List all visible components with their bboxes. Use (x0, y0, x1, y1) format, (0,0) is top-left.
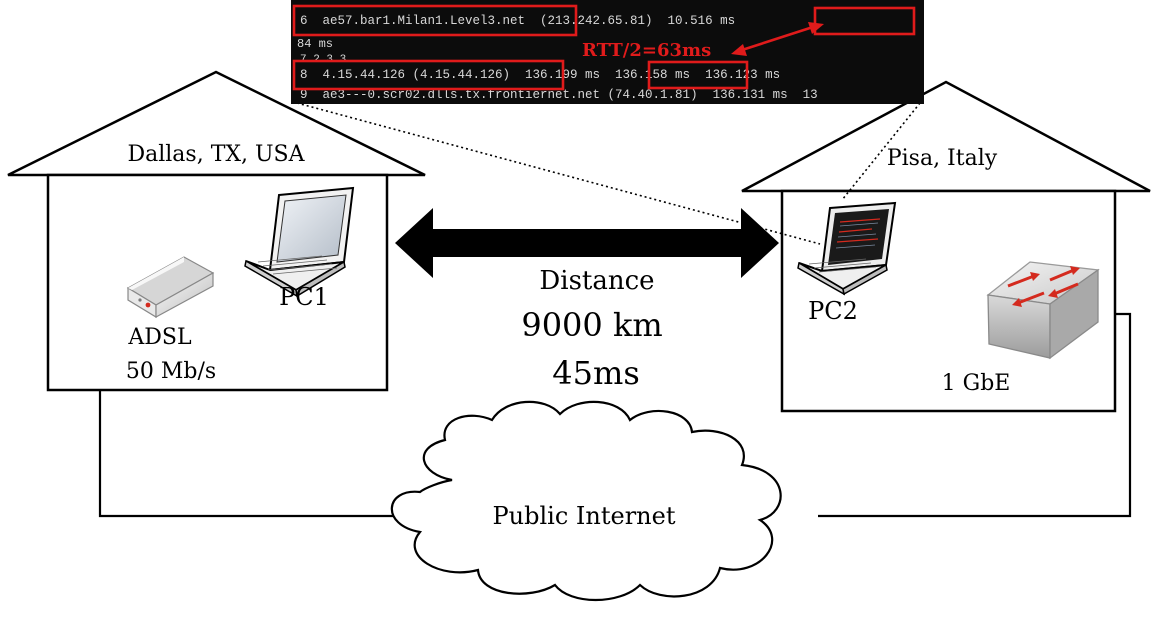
terminal-row-8: 8 4.15.44.126 (4.15.44.126) 136.199 ms 1… (300, 68, 780, 82)
location-pisa-label: Pisa, Italy (887, 146, 998, 171)
public-internet-label: Public Internet (493, 502, 676, 530)
house-pisa: Pisa, Italy (741, 80, 1151, 413)
adsl-name-label: ADSL (127, 325, 192, 350)
public-internet-cloud: Public Internet (390, 400, 782, 601)
traceroute-terminal: 6 ae57.bar1.Milan1.Level3.net (213.242.6… (291, 0, 924, 104)
distance-value: 9000 km (521, 306, 662, 344)
highlight-hop-8-host (292, 59, 565, 91)
highlight-hop-8-time (647, 60, 749, 90)
switch-speed-label: 1 GbE (942, 371, 1011, 396)
zoom-line-right (841, 102, 921, 201)
zoom-lines (296, 102, 921, 245)
double-arrow-icon (395, 208, 779, 278)
pc1-laptop: PC1 (244, 186, 355, 311)
terminal-highlights (292, 4, 916, 91)
terminal-row-6-cont: 84 ms (297, 37, 333, 51)
zoom-line-left (296, 102, 821, 245)
latency-value: 45ms (552, 354, 639, 392)
pc1-label: PC1 (279, 283, 329, 311)
rtt-arrow (731, 22, 824, 56)
switch-arrows-icon (1007, 266, 1080, 307)
distance-label: Distance (539, 266, 654, 296)
terminal-row-9: 9 ae3---0.scr02.dlls.tx.frontiernet.net … (300, 88, 818, 102)
modem-led-icon (145, 302, 151, 308)
gbe-switch: 1 GbE (942, 261, 1100, 396)
adsl-modem: ADSL 50 Mb/s (126, 256, 216, 384)
pc2-laptop: PC2 (797, 201, 897, 325)
cloud-icon (390, 400, 782, 601)
house-dallas: Dallas, TX, USA (7, 70, 426, 392)
pc2-label: PC2 (808, 297, 858, 325)
terminal-row-6: 6 ae57.bar1.Milan1.Level3.net (213.242.6… (300, 14, 735, 28)
adsl-speed-label: 50 Mb/s (126, 359, 216, 384)
terminal-background (291, 0, 924, 104)
location-dallas-label: Dallas, TX, USA (127, 142, 305, 167)
highlight-hop-6-time (813, 6, 916, 36)
rtt-annotation: RTT/2=63ms (582, 40, 711, 61)
highlight-hop-6-host (292, 4, 578, 37)
distance-arrow: Distance 9000 km 45ms (395, 208, 779, 392)
